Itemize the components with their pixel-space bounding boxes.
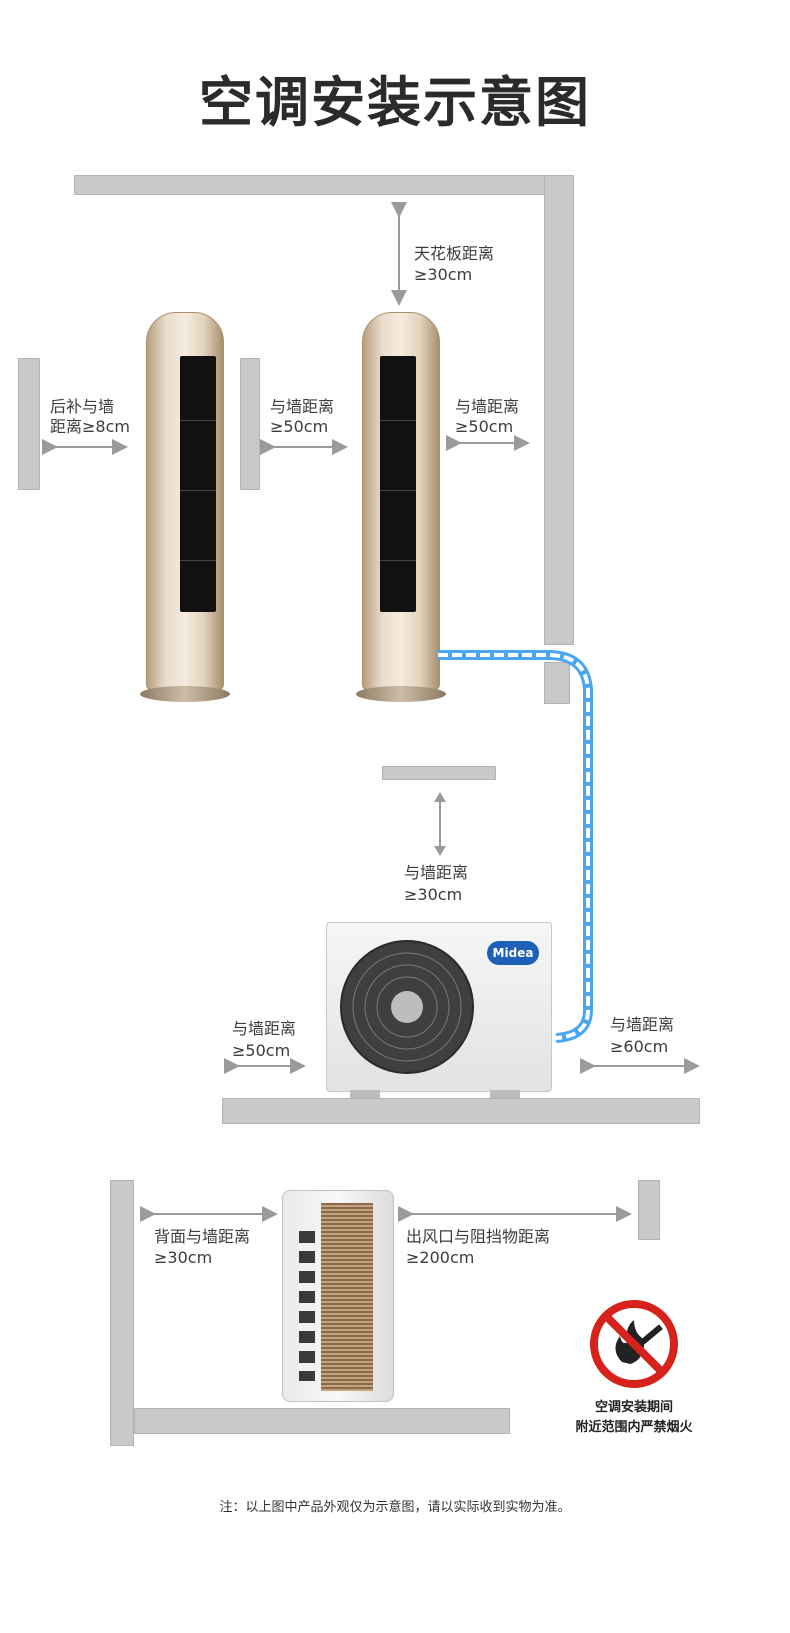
outdoor-unit-side (282, 1190, 394, 1402)
outlet-distance-label-1: 出风口与阻挡物距离 (406, 1227, 551, 1246)
outlet-distance-label-2: ≥200cm (406, 1248, 475, 1267)
ceiling-distance-label-1: 天花板距离 (414, 244, 495, 263)
right-distance-label-1: 与墙距离 (455, 397, 520, 416)
page-title: 空调安装示意图 (199, 71, 591, 134)
refrigerant-pipe (438, 650, 593, 1043)
outdoor-unit-feet (350, 1090, 520, 1098)
bottom-left-wall (110, 1180, 134, 1446)
outdoor-top-label-2: ≥30cm (404, 885, 463, 904)
outdoor-unit-front: Midea (326, 922, 552, 1092)
outdoor-left-label-1: 与墙距离 (232, 1019, 297, 1038)
outdoor-top-label-1: 与墙距离 (404, 863, 469, 882)
fire-warning-line-1: 空调安装期间 (594, 1400, 673, 1415)
right-room-wall-lower (544, 662, 570, 704)
ground-slab (222, 1098, 700, 1124)
outdoor-right-label-2: ≥60cm (610, 1037, 669, 1056)
rear-wall-piece (18, 358, 40, 490)
no-fire-icon (590, 1300, 678, 1388)
mid-distance-label-2: ≥50cm (270, 417, 329, 436)
arrows-bottom (140, 1206, 632, 1222)
arrows-outdoor-sides (224, 1058, 700, 1074)
rear-distance-label-1: 后补与墙 (50, 397, 115, 416)
right-room-wall (544, 175, 574, 645)
footnote: 注：以上图中产品外观仅为示意图，请以实际收到实物为准。 (219, 1500, 571, 1515)
arrows-upper (42, 202, 530, 455)
outdoor-left-label-2: ≥50cm (232, 1041, 291, 1060)
arrow-outdoor-top (434, 792, 446, 856)
ceiling-distance-label-2: ≥30cm (414, 265, 473, 284)
side-wall-piece (240, 358, 260, 490)
fire-warning-line-2: 附近范围内严禁烟火 (575, 1420, 693, 1435)
right-distance-label-2: ≥50cm (455, 417, 514, 436)
outdoor-right-label-1: 与墙距离 (610, 1015, 675, 1034)
bottom-floor (134, 1408, 510, 1434)
rear-distance-label-2: 距离≥8cm (50, 417, 130, 436)
bottom-right-obstacle (638, 1180, 660, 1240)
outdoor-top-wall (382, 766, 496, 780)
back-distance-label-2: ≥30cm (154, 1248, 213, 1267)
back-distance-label-1: 背面与墙距离 (154, 1227, 251, 1246)
mid-distance-label-1: 与墙距离 (270, 397, 335, 416)
brand-logo: Midea (487, 941, 539, 965)
